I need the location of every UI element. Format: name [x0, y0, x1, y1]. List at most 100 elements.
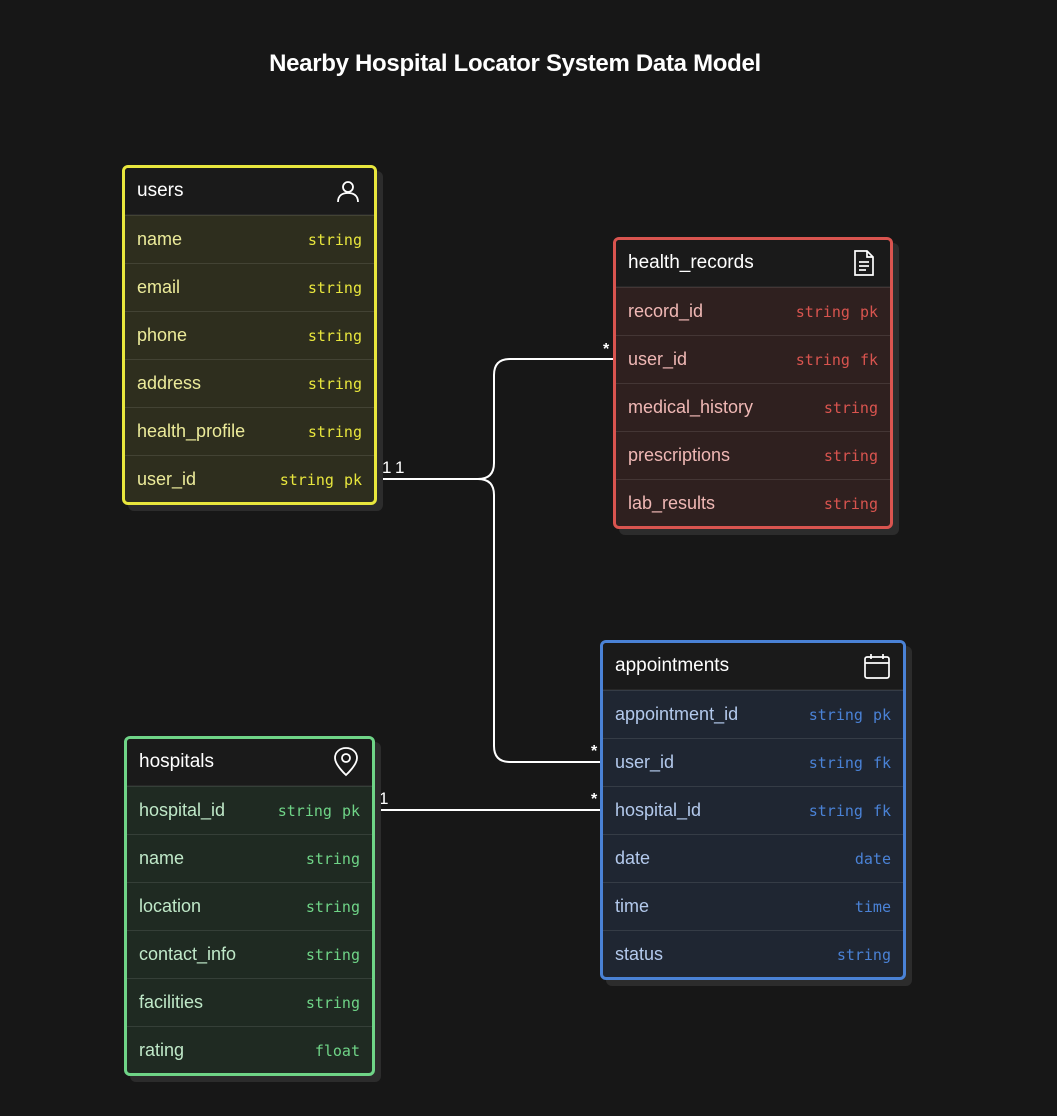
field-type: string — [823, 446, 878, 465]
field-name: prescriptions — [628, 445, 731, 465]
field-name: record_id — [628, 301, 704, 321]
field-row[interactable]: time time — [603, 882, 903, 930]
field-row[interactable]: record_id string pk — [616, 287, 890, 335]
field-row[interactable]: facilities string — [127, 978, 372, 1026]
entity-name: hospitals — [139, 751, 214, 772]
cardinality-users-1: 1 — [382, 458, 392, 477]
cardinality-appointments-user: * — [591, 743, 598, 760]
field-row[interactable]: phone string — [125, 311, 374, 359]
field-type: float — [314, 1041, 360, 1060]
cardinality-appointments-hospital: * — [591, 791, 598, 808]
field-row[interactable]: appointment_id string pk — [603, 690, 903, 738]
entity-header-appointments: appointments — [603, 643, 903, 690]
field-key-badge: pk — [872, 705, 891, 724]
field-name: user_id — [628, 349, 688, 369]
field-name: medical_history — [628, 397, 754, 417]
entity-name: appointments — [615, 655, 730, 676]
field-type: string — [307, 326, 362, 345]
calendar-icon — [863, 652, 891, 680]
cardinality-users-2: 1 — [395, 458, 405, 477]
field-type: string — [305, 849, 360, 868]
user-icon — [334, 177, 362, 205]
field-key-badge: pk — [341, 801, 360, 820]
field-type: string — [307, 422, 362, 441]
field-type: date — [854, 849, 891, 868]
field-name: user_id — [137, 469, 197, 489]
field-row[interactable]: prescriptions string — [616, 431, 890, 479]
field-type: string — [307, 230, 362, 249]
field-type: string — [307, 278, 362, 297]
field-type: string — [305, 993, 360, 1012]
field-name: health_profile — [137, 421, 246, 441]
field-name: rating — [139, 1040, 185, 1060]
entity-health-records[interactable]: health_records record_id string pk user_i… — [613, 237, 893, 529]
field-name: user_id — [615, 752, 675, 772]
field-name: location — [139, 896, 202, 916]
field-key-badge: fk — [872, 753, 891, 772]
field-name: status — [615, 944, 664, 964]
entity-appointments[interactable]: appointments appointment_id string pk use… — [600, 640, 906, 980]
field-row[interactable]: hospital_id string fk — [603, 786, 903, 834]
field-name: hospital_id — [139, 800, 226, 820]
field-type: string — [277, 801, 332, 820]
field-type: string — [305, 945, 360, 964]
field-type: string — [808, 801, 863, 820]
field-name: lab_results — [628, 493, 716, 513]
field-row[interactable]: date date — [603, 834, 903, 882]
entity-hospitals[interactable]: hospitals hospital_id string pk name stri… — [124, 736, 375, 1076]
field-type: string — [823, 398, 878, 417]
entity-header-health-records: health_records — [616, 240, 890, 287]
field-type: string — [307, 374, 362, 393]
field-type: string — [836, 945, 891, 964]
field-name: name — [139, 848, 185, 868]
field-key-badge: pk — [343, 470, 362, 489]
entity-header-users: users — [125, 168, 374, 215]
entity-name: health_records — [628, 252, 754, 273]
connector-users-health-records — [371, 358, 620, 480]
field-row[interactable]: email string — [125, 263, 374, 311]
field-row[interactable]: status string — [603, 930, 903, 977]
field-type: string — [795, 302, 850, 321]
field-name: time — [615, 896, 650, 916]
field-name: facilities — [139, 992, 204, 1012]
field-row[interactable]: rating float — [127, 1026, 372, 1073]
field-name: hospital_id — [615, 800, 702, 820]
field-row[interactable]: user_id string fk — [616, 335, 890, 383]
field-row[interactable]: user_id string fk — [603, 738, 903, 786]
field-name: email — [137, 277, 181, 297]
document-icon — [850, 249, 878, 277]
field-row[interactable]: user_id string pk — [125, 455, 374, 502]
field-row[interactable]: lab_results string — [616, 479, 890, 526]
field-row[interactable]: medical_history string — [616, 383, 890, 431]
field-row[interactable]: hospital_id string pk — [127, 786, 372, 834]
field-row[interactable]: name string — [127, 834, 372, 882]
field-name: name — [137, 229, 183, 249]
field-key-badge: pk — [859, 302, 878, 321]
diagram-title: Nearby Hospital Locator System Data Mode… — [269, 50, 761, 77]
field-name: contact_info — [139, 944, 237, 964]
location-pin-icon — [332, 747, 360, 777]
field-key-badge: fk — [872, 801, 891, 820]
field-type: string — [279, 470, 334, 489]
field-name: appointment_id — [615, 704, 739, 724]
field-type: string — [823, 494, 878, 513]
field-key-badge: fk — [859, 350, 878, 369]
field-type: string — [808, 753, 863, 772]
field-type: time — [854, 897, 891, 916]
field-type: string — [808, 705, 863, 724]
field-row[interactable]: health_profile string — [125, 407, 374, 455]
field-row[interactable]: address string — [125, 359, 374, 407]
field-name: address — [137, 373, 202, 393]
entity-header-hospitals: hospitals — [127, 739, 372, 786]
entity-name: users — [137, 180, 184, 201]
field-type: string — [795, 350, 850, 369]
field-name: date — [615, 848, 651, 868]
field-type: string — [305, 897, 360, 916]
field-name: phone — [137, 325, 188, 345]
cardinality-hospitals: 1 — [379, 789, 389, 808]
field-row[interactable]: location string — [127, 882, 372, 930]
entity-users[interactable]: users name string email string phone str… — [122, 165, 377, 505]
connector-users-appointments — [371, 478, 607, 763]
field-row[interactable]: contact_info string — [127, 930, 372, 978]
field-row[interactable]: name string — [125, 215, 374, 263]
